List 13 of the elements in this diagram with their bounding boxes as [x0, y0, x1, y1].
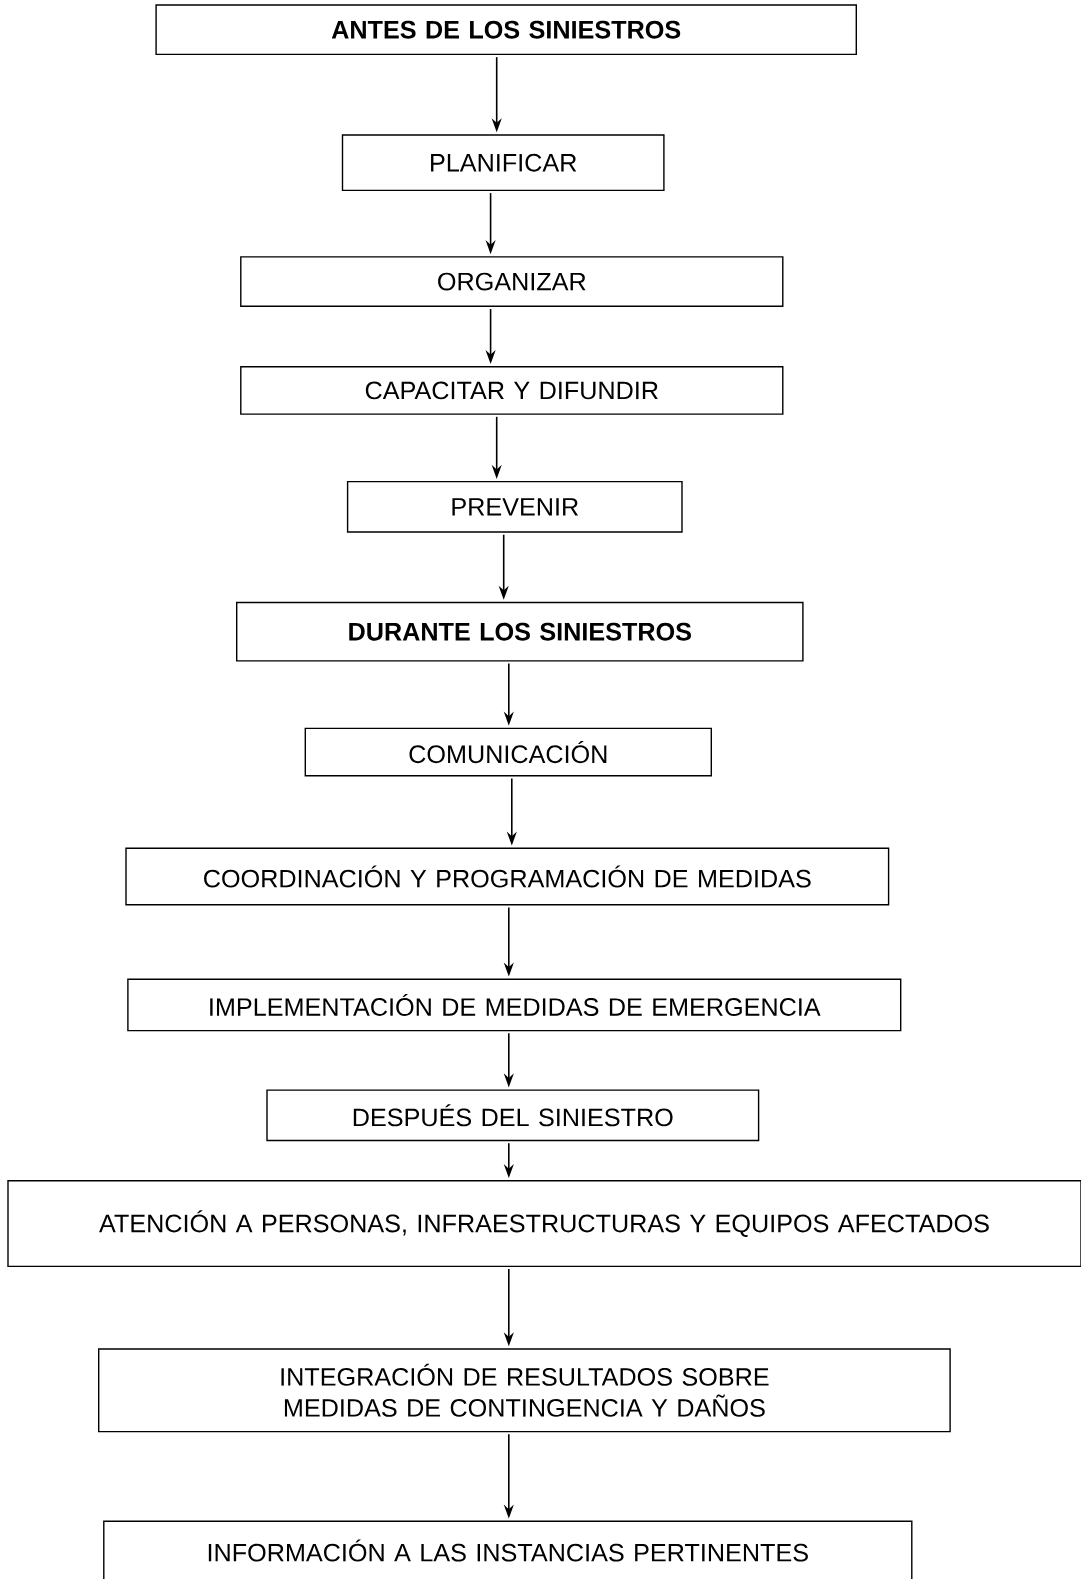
process-box: ATENCIÓN A PERSONAS, INFRAESTRUCTURAS Y EQUIPOS AFECTADOS [7, 1180, 1081, 1268]
process-box: DURANTE LOS SINIESTROS [236, 601, 804, 662]
process-box: PLANIFICAR [341, 134, 665, 192]
process-box: IMPLEMENTACIÓN DE MEDIDAS DE EMERGENCIA [127, 978, 902, 1032]
process-box: INTEGRACIÓN DE RESULTADOS SOBRE MEDIDAS DE CONTINGENCIA Y DAÑOS [98, 1348, 951, 1433]
process-box: INFORMACIÓN A LAS INSTANCIAS PERTINENTES [103, 1520, 913, 1579]
process-box: DESPUÉS DEL SINIESTRO [266, 1089, 760, 1142]
process-box: COORDINACIÓN Y PROGRAMACIÓN DE MEDIDAS [125, 847, 890, 906]
process-box: CAPACITAR Y DIFUNDIR [240, 366, 784, 415]
process-box: ANTES DE LOS SINIESTROS [155, 4, 857, 56]
process-box: ORGANIZAR [240, 256, 784, 307]
process-box: PREVENIR [346, 480, 683, 533]
process-box: COMUNICACIÓN [304, 727, 712, 777]
